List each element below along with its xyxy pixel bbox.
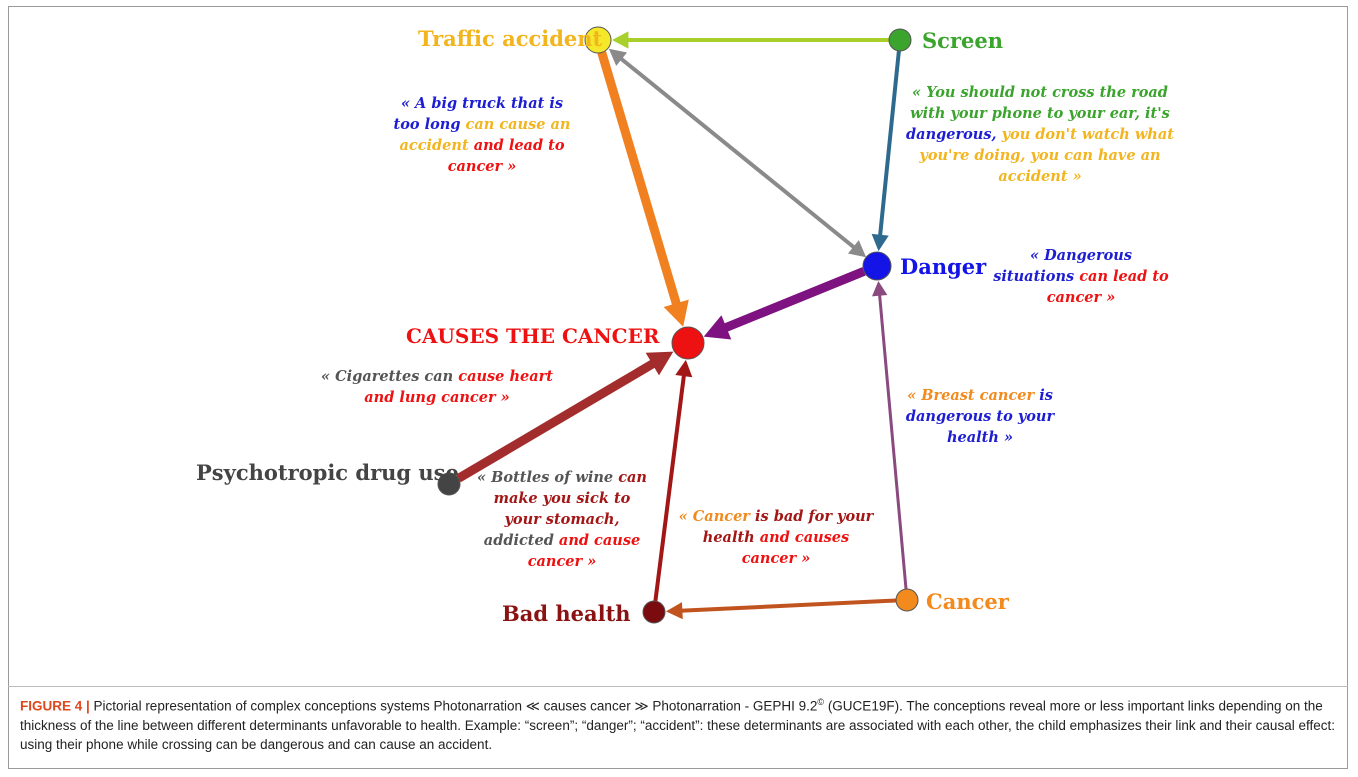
edge-traffic-to-causes: [597, 51, 689, 327]
annotation-wine-segment: and cause cancer »: [527, 532, 641, 570]
edge-line: [653, 373, 687, 602]
node-traffic: [584, 26, 612, 54]
edge-arrowhead: [847, 240, 867, 258]
caption-separator: [8, 686, 1348, 687]
edge-arrowhead: [703, 315, 732, 340]
annotation-wine: « Bottles of wine can make you sick to y…: [476, 467, 648, 572]
node-danger: [862, 251, 892, 281]
edge-badhealth-to-causes: [653, 359, 693, 602]
edge-cancer-to-danger: [871, 280, 908, 590]
annotation-phone-segment: dangerous,: [906, 126, 1002, 143]
edge-line: [877, 50, 901, 237]
edge-danger-to-traffic: [608, 48, 867, 258]
caption-text-rest: (GUCE19F). The conceptions reveal more o…: [20, 698, 1335, 752]
edge-arrowhead: [663, 299, 689, 327]
edge-danger-to-causes: [703, 267, 866, 340]
edge-line: [877, 293, 908, 590]
node-label-causes: CAUSES THE CANCER: [406, 324, 660, 348]
node-badhealth: [642, 600, 666, 624]
edge-line: [722, 267, 866, 333]
edge-arrowhead: [675, 359, 693, 378]
annotation-dangerous: « Dangerous situations can lead to cance…: [988, 245, 1174, 308]
edge-screen-to-danger: [871, 50, 901, 252]
node-label-traffic: Traffic accident: [418, 26, 603, 51]
annotation-truck: « A big truck that is too long can cause…: [392, 93, 572, 177]
figure-frame: [8, 6, 1348, 769]
edge-cancer-to-badhealth: [665, 598, 897, 620]
caption-copyright: ©: [817, 697, 825, 707]
edge-arrowhead: [665, 602, 683, 620]
edge-screen-to-traffic: [612, 31, 889, 49]
node-label-cancer: Cancer: [926, 589, 1009, 614]
annotation-cigarettes: « Cigarettes can cause heart and lung ca…: [306, 366, 568, 408]
edge-arrowhead: [871, 280, 888, 297]
annotation-phone: « You should not cross the road with you…: [906, 82, 1174, 187]
annotation-badfor-segment: is bad for your health: [702, 508, 874, 546]
edge-psycho-to-causes: [456, 351, 674, 483]
node-cancer: [895, 588, 919, 612]
node-screen: [888, 28, 912, 52]
annotation-wine-segment: can make you sick to your stomach,: [493, 469, 647, 528]
node-psycho: [437, 472, 461, 496]
annotation-breast-segment: is dangerous to your health »: [905, 387, 1055, 446]
node-label-screen: Screen: [922, 28, 1004, 53]
annotation-phone-segment: « You should not cross the road with you…: [910, 84, 1170, 122]
annotation-dangerous-segment: « Dangerous situations: [993, 247, 1132, 285]
edge-arrowhead: [608, 48, 628, 66]
edge-arrowhead: [612, 31, 629, 49]
edge-arrowhead: [645, 351, 674, 376]
edge-line: [680, 598, 897, 613]
annotation-badfor-segment: « Cancer: [678, 508, 755, 525]
edge-line: [456, 359, 657, 483]
network-graph: [437, 26, 919, 624]
edge-arrowhead: [871, 233, 889, 252]
edge-line: [597, 51, 682, 307]
annotation-breast: « Breast cancer is dangerous to your hea…: [890, 385, 1070, 448]
node-label-badhealth: Bad health: [502, 601, 631, 626]
annotation-truck-segment: « A big truck that is too long: [393, 95, 564, 133]
caption-figure-label: FIGURE 4 |: [20, 698, 90, 714]
node-causes: [671, 326, 705, 360]
annotation-breast-segment: « Breast cancer: [907, 387, 1040, 404]
annotation-cigarettes-segment: « Cigarettes can: [321, 368, 459, 385]
edge-line: [618, 56, 857, 250]
annotation-truck-segment: and lead to cancer »: [447, 137, 565, 175]
figure-caption: FIGURE 4 | Pictorial representation of c…: [20, 693, 1340, 754]
caption-text: Pictorial representation of complex conc…: [89, 698, 818, 714]
annotation-phone-segment: you don't watch what you're doing, you c…: [919, 126, 1174, 185]
node-label-danger: Danger: [900, 254, 987, 279]
annotation-wine-segment: « Bottles of wine: [477, 469, 619, 486]
annotation-badfor: « Cancer is bad for your health and caus…: [676, 506, 876, 569]
annotation-truck-segment: can cause an accident: [399, 116, 571, 154]
annotation-badfor-segment: and causes cancer »: [741, 529, 850, 567]
annotation-dangerous-segment: can lead to cancer »: [1046, 268, 1169, 306]
node-label-psycho: Psychotropic drug use: [196, 460, 459, 485]
annotation-cigarettes-segment: cause heart and lung cancer »: [364, 368, 553, 406]
annotation-wine-segment: addicted: [483, 532, 559, 549]
